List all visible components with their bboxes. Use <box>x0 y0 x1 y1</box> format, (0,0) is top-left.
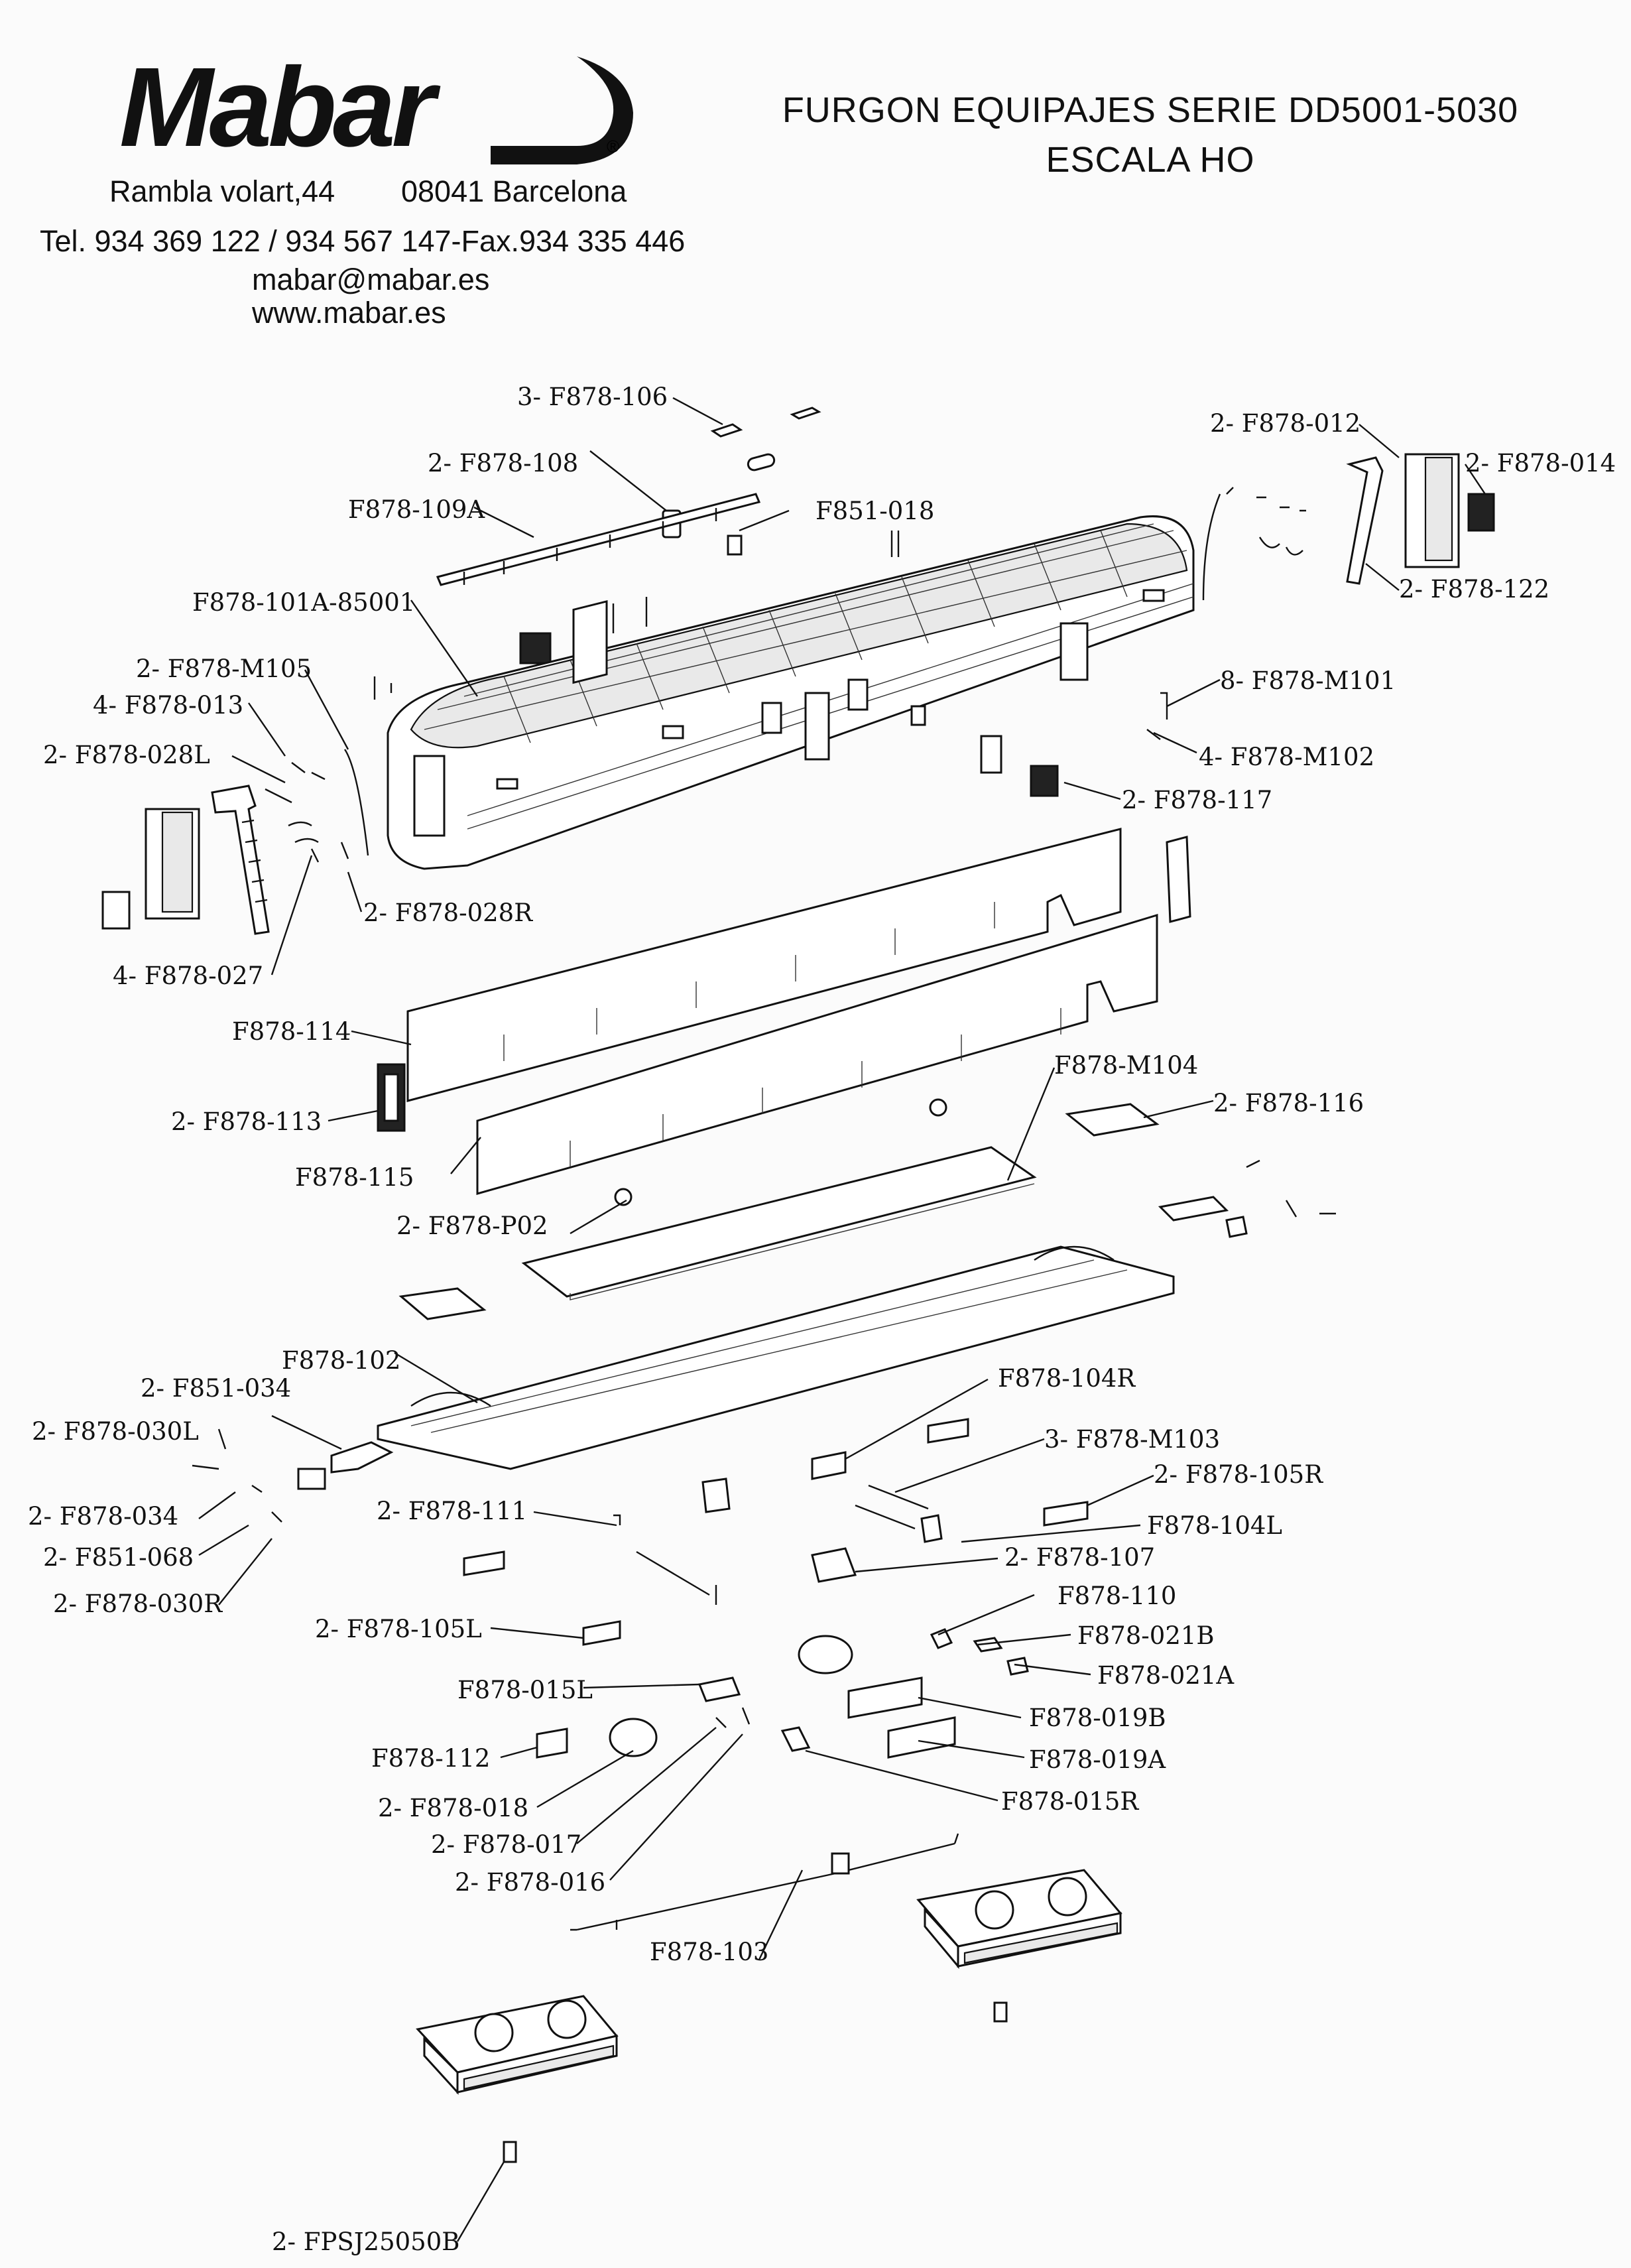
roof-small-parts <box>373 407 900 700</box>
part-label: 2- F851-034 <box>141 1374 292 1403</box>
right-end-parts <box>980 453 1495 797</box>
email: mabar@mabar.es <box>252 263 490 296</box>
part-label: 2- F878-014 <box>1465 449 1616 477</box>
phone-fax: Tel. 934 369 122 / 934 567 147-Fax.934 3… <box>40 224 686 258</box>
part-label: 2- F878-108 <box>428 449 579 477</box>
part-label: 2- F878-012 <box>1210 409 1361 438</box>
website: www.mabar.es <box>252 296 446 330</box>
part-label: 2- F878-016 <box>455 1868 606 1897</box>
part-label: 2- F878-105R <box>1154 1460 1323 1489</box>
part-label: F878-101A-85001 <box>192 588 416 617</box>
part-label: F878-114 <box>232 1017 351 1046</box>
part-label: 4- F878-027 <box>113 962 264 990</box>
address-city: 08041 Barcelona <box>401 174 627 208</box>
part-label: 8- F878-M101 <box>1220 666 1396 695</box>
part-label: 4- F878-M102 <box>1199 743 1375 771</box>
part-label: F878-019B <box>1029 1704 1166 1732</box>
part-label: 2- F878-116 <box>1213 1089 1364 1117</box>
registered-mark-icon: ® <box>607 137 619 157</box>
underframe <box>192 1159 1336 1523</box>
brake-rigging <box>570 1833 959 1931</box>
address-street: Rambla volart,44 <box>109 174 335 208</box>
bogie-left <box>416 1995 619 2163</box>
part-label: 3- F878-M103 <box>1044 1425 1221 1454</box>
part-label: F878-115 <box>295 1163 414 1192</box>
side-panels <box>377 828 1191 1195</box>
car-body-shell <box>387 515 1195 870</box>
title-line-1: FURGON EQUIPAJES SERIE DD5001-5030 <box>782 90 1519 130</box>
mabar-logo: Mabar ® <box>119 46 633 170</box>
part-label: 2- F878-113 <box>171 1107 322 1136</box>
part-label: 3- F878-106 <box>517 383 668 411</box>
part-label: 2- F878-117 <box>1122 786 1273 814</box>
part-label: F878-M104 <box>1054 1051 1199 1080</box>
part-label: F878-021A <box>1097 1661 1235 1690</box>
part-label: F878-104L <box>1147 1511 1282 1540</box>
part-label: 2- F878-034 <box>28 1502 179 1531</box>
part-label: 2- F878-111 <box>377 1497 528 1525</box>
part-label: F878-015L <box>457 1676 593 1704</box>
floor-weight-plates <box>398 1098 1160 1320</box>
leader-lines <box>198 397 1486 2242</box>
part-label: F878-103 <box>650 1938 769 1966</box>
mabar-logo-swoosh-icon <box>491 56 633 164</box>
part-label: 2- F878-107 <box>1004 1543 1156 1572</box>
part-label: 2- F878-P02 <box>396 1212 548 1240</box>
part-label: 2- FPSJ25050B <box>272 2228 460 2256</box>
part-label: F878-015R <box>1001 1787 1139 1816</box>
part-label: 4- F878-013 <box>93 691 244 720</box>
part-label: F851-018 <box>816 497 935 525</box>
part-label: 2- F851-068 <box>43 1543 194 1572</box>
logo-wordmark: Mabar <box>119 46 441 170</box>
bogie-right <box>916 1869 1122 2023</box>
part-label: F878-112 <box>371 1744 491 1773</box>
part-label: F878-019A <box>1029 1745 1166 1774</box>
part-label: F878-104R <box>998 1364 1136 1393</box>
part-label: 2- F878-122 <box>1399 575 1550 603</box>
part-label: 2- F878-028R <box>363 899 533 927</box>
part-label: 2- F878-030L <box>32 1417 199 1446</box>
left-end-parts <box>101 749 369 935</box>
part-label: 2- F878-M105 <box>136 655 312 683</box>
part-label: F878-109A <box>348 495 485 524</box>
part-label: F878-021B <box>1077 1621 1215 1650</box>
bogie-detail-parts <box>463 1418 1089 1759</box>
part-label: 2- F878-017 <box>431 1830 582 1859</box>
part-label: F878-110 <box>1057 1582 1177 1610</box>
part-label: 2- F878-028L <box>43 741 210 769</box>
part-label: 2- F878-030R <box>53 1590 223 1618</box>
part-label: 2- F878-018 <box>378 1794 529 1822</box>
part-label: F878-102 <box>282 1346 401 1375</box>
title-line-2: ESCALA HO <box>1046 140 1255 180</box>
part-label: 2- F878-105L <box>315 1615 482 1643</box>
